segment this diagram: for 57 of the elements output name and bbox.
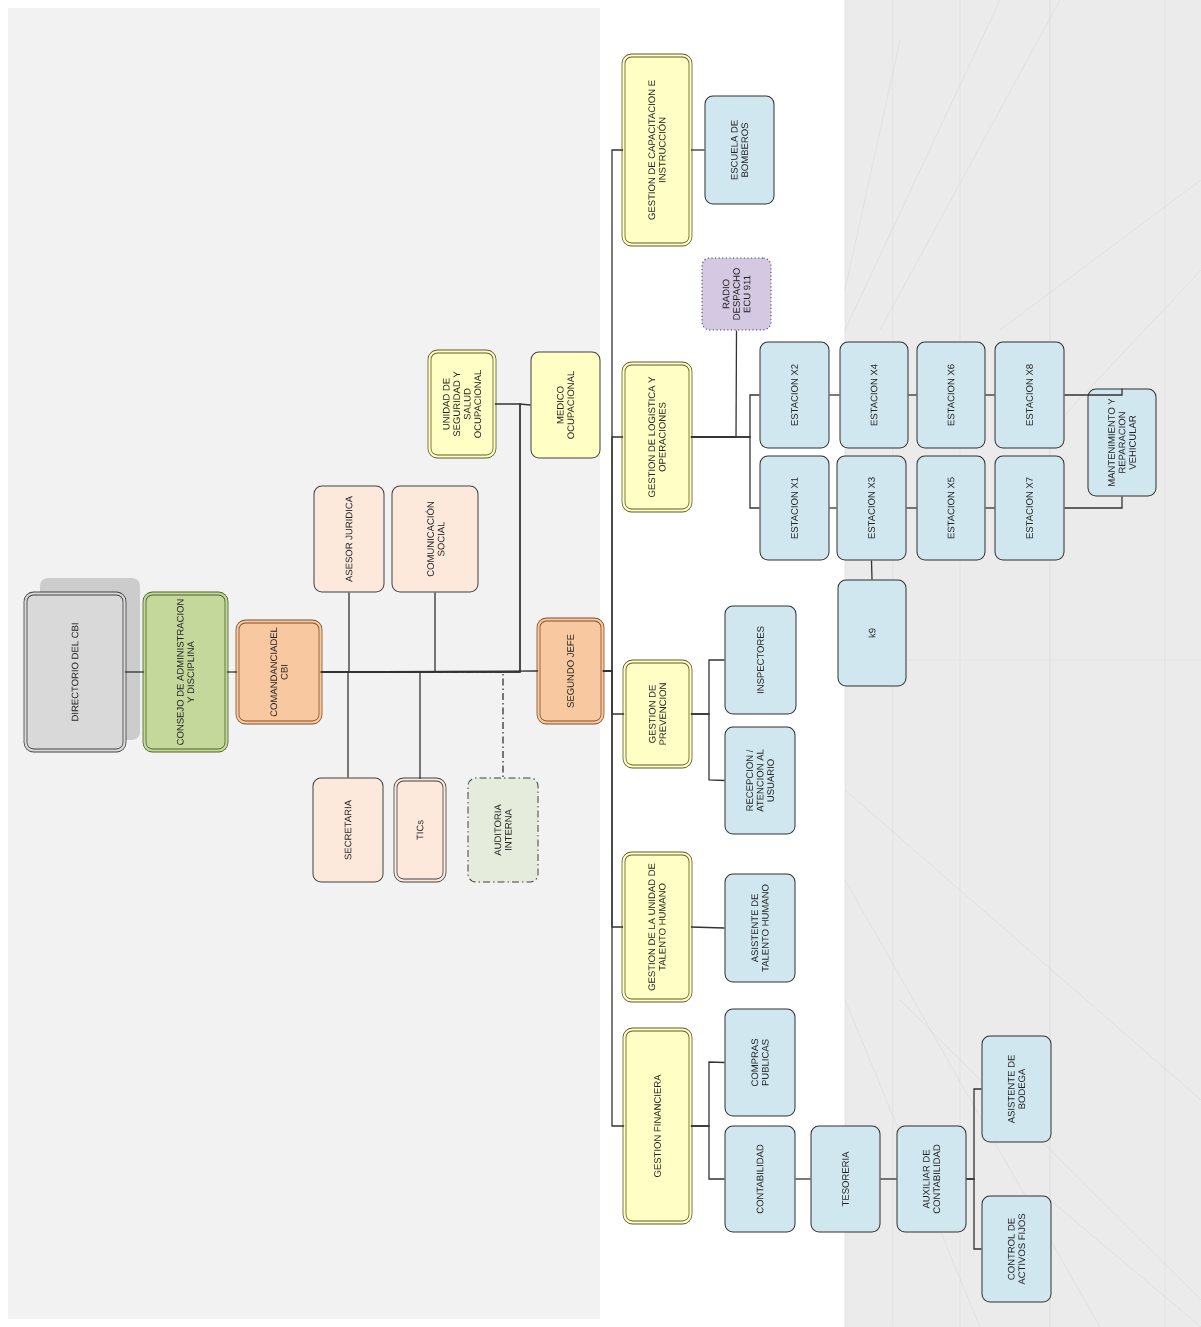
- unit-box: ASISTENTE DE BODEGA: [981, 1035, 1052, 1143]
- connector-line: [690, 436, 761, 509]
- connector-line: [879, 1178, 898, 1180]
- department-box: GESTION FINANCIERA: [622, 1027, 693, 1225]
- department-box: GESTION DE LOGISTICA Y OPERACIONES: [621, 361, 693, 513]
- unit-box: TESORERIA: [810, 1125, 881, 1233]
- unit-box: MANTENIMIENTO Y REPARACION VEHICULAR: [1087, 388, 1157, 497]
- department-box: GESTION DE CAPACITACION E INSTRUCCIÓN: [621, 53, 693, 247]
- council-box: CONSEJO DE ADMINISTRACION Y DISCIPLINA: [142, 591, 229, 753]
- staff-box: SECRETARIA: [312, 777, 384, 883]
- unit-box: AUXILIAR DE CONTABILIDAD: [896, 1125, 967, 1233]
- unit-box: CONTABILIDAD: [724, 1125, 796, 1233]
- department-box: UNIDAD DE SEGURIDAD Y SALUD OCUPACIONAL: [427, 349, 497, 459]
- connector-line: [828, 507, 838, 509]
- unit-box: ESTACION X5: [916, 455, 986, 561]
- connector-line: [602, 670, 625, 1127]
- staff-box: AUDITORIA INTERNA: [467, 777, 539, 883]
- unit-box: ESCUELA DE BOMBEROS: [704, 95, 775, 205]
- department-box: GESTION DE PREVENCION: [622, 659, 693, 769]
- department-box: GESTION DE LA UNIDAD DE TALENTO HUMANO: [621, 851, 693, 1003]
- unit-box: ESTACION X6: [916, 341, 986, 449]
- connector-line: [1063, 495, 1123, 509]
- unit-box: ESTACION X3: [836, 455, 907, 561]
- unit-box: ESTACION X8: [994, 341, 1065, 449]
- board-box: DIRECTORIO DEL CBI: [23, 591, 127, 753]
- connector-line: [870, 559, 873, 581]
- connector-line: [984, 507, 996, 509]
- unit-box: ESTACION X7: [994, 455, 1065, 561]
- command-box: COMANDANCIADEL CBI: [235, 619, 323, 725]
- connector-line: [794, 1178, 812, 1180]
- connector-line: [905, 507, 918, 509]
- unit-box: k9: [837, 579, 907, 687]
- unit-box: RECEPCION / ATENCION AL USUARIO: [724, 726, 796, 835]
- staff-box: TICs: [393, 777, 447, 883]
- external-box: RADIO DESPACHO ECU 911: [701, 257, 772, 331]
- unit-box: ASISTENTE DE TALENTO HUMANO: [724, 873, 796, 983]
- connector-line: [124, 671, 145, 673]
- connector-line: [1063, 387, 1123, 396]
- staff-box: COMUNICACIÓN SOCIAL: [391, 485, 479, 593]
- command-box: SEGUNDO JEFE: [536, 617, 605, 725]
- connector-line: [965, 1178, 983, 1250]
- unit-box: ESTACION X4: [839, 341, 909, 449]
- connector-line: [984, 394, 996, 396]
- connector-line: [690, 713, 726, 782]
- unit-box: ESTACION X1: [759, 455, 830, 561]
- department-box: MEDICO OCUPACIONAL: [530, 351, 601, 459]
- staff-box: ASESOR JURIDICA: [313, 485, 385, 593]
- connector-line: [690, 926, 726, 929]
- unit-box: COMPRAS PUBLICAS: [724, 1008, 796, 1117]
- connector-line: [690, 149, 706, 151]
- unit-box: INSPECTORES: [724, 605, 797, 715]
- unit-box: CONTROL DE ACTIVOS FIJOS: [981, 1195, 1052, 1303]
- unit-box: ESTACION X2: [759, 341, 830, 449]
- connector-line: [226, 671, 238, 673]
- connector-line: [828, 394, 841, 396]
- connector-line: [907, 394, 918, 396]
- connector-line: [690, 1125, 726, 1180]
